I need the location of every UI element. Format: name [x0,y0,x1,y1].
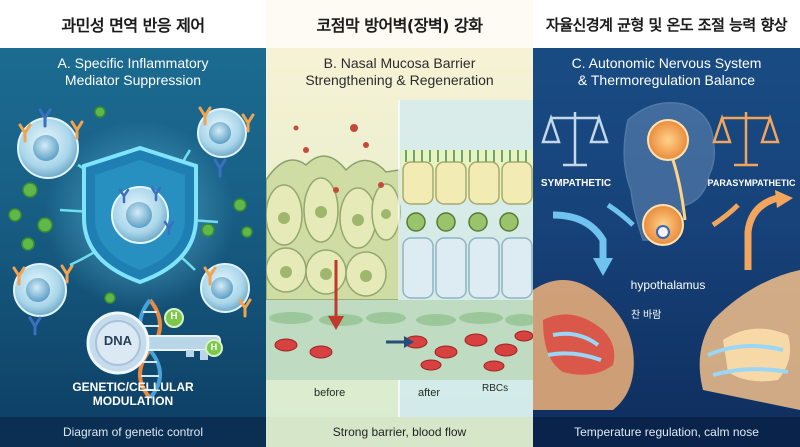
cool-arrow-icon [552,202,635,276]
panel-footer: Temperature regulation, calm nose [533,417,800,447]
cilia [405,150,527,162]
before-label: before [314,387,346,399]
modulation-line-2: MODULATION [92,394,174,408]
h-label: H [170,311,178,322]
virus-particles [8,106,253,304]
brain-icon [647,119,689,161]
tight-junctions [406,212,519,232]
panel-footer: Diagram of genetic control [0,417,266,447]
panel-footer: Strong barrier, blood flow [266,417,533,447]
panel-title-kr: 과민성 면역 반응 제어 [0,0,266,48]
key-icon [86,311,221,375]
panel-mucosa-barrier: 코점막 방어벽(장벽) 강화 B. Nasal Mucosa Barrier S… [266,0,533,447]
panel-subtitle: A. Specific Inflammatory Mediator Suppre… [0,55,266,89]
subtitle-line-1: B. Nasal Mucosa Barrier [323,55,476,71]
head-silhouette [623,102,716,241]
panel-subtitle: B. Nasal Mucosa Barrier Strengthening & … [266,55,533,89]
damage-arrow-icon [328,260,344,330]
parasympathetic-label: PARASYMPATHETIC [707,178,796,188]
subtitle-line-2: Mediator Suppression [64,72,202,88]
receptor-icons-blue [28,108,227,336]
hypothalamus-label: hypothalamus [630,278,706,292]
receptor-icons [12,106,255,318]
modulation-line-1: GENETIC/CELLULAR [72,380,194,394]
flow-arrow-icon [386,336,414,348]
panel-immune-control: 과민성 면역 반응 제어 A. Specific Inflammatory Me… [0,0,266,447]
immune-cell [13,263,67,317]
immune-diagram [8,106,255,400]
subtitle-line-1: A. Specific Inflammatory [57,55,209,71]
rbc-cells [274,330,533,372]
after-label: after [418,387,441,399]
warm-arrow-icon [711,190,793,270]
panel-subtitle: C. Autonomic Nervous System & Thermoregu… [533,55,800,89]
panel-title-kr: 자율신경계 균형 및 온도 조절 능력 향상 [533,0,800,48]
panel-autonomic-balance: 자율신경계 균형 및 온도 조절 능력 향상 C. Autonomic Nerv… [533,0,800,447]
scale-left-icon [541,112,609,167]
cold-air-label: 찬 바람 [631,310,662,321]
nerve-line [671,159,687,221]
rbcs-label: RBCs [482,383,509,394]
hydrogen-badge [164,308,223,357]
immune-cell [200,263,250,313]
autonomic-diagram [533,102,800,410]
subtitle-line-1: C. Autonomic Nervous System [571,55,762,71]
scale-right-icon [712,112,780,167]
dna-label: DNA [103,333,133,348]
subtitle-line-2: Strengthening & Regeneration [305,72,494,88]
nasal-cavity-right [699,270,800,410]
immune-cell [17,117,79,179]
panel-title-kr: 코점막 방어벽(장벽) 강화 [266,0,533,48]
mucosa-diagram [266,100,533,417]
h-label-2: H [210,342,218,352]
shield-icon [82,145,198,285]
nasal-cavity-left [533,280,634,410]
healthy-cells [401,150,533,299]
subtitle-line-2: & Thermoregulation Balance [577,72,756,88]
immune-cell [197,108,247,158]
damaged-cells [266,124,401,301]
sympathetic-label: SYMPATHETIC [540,178,612,189]
modulation-label: GENETIC/CELLULAR MODULATION [0,380,266,408]
